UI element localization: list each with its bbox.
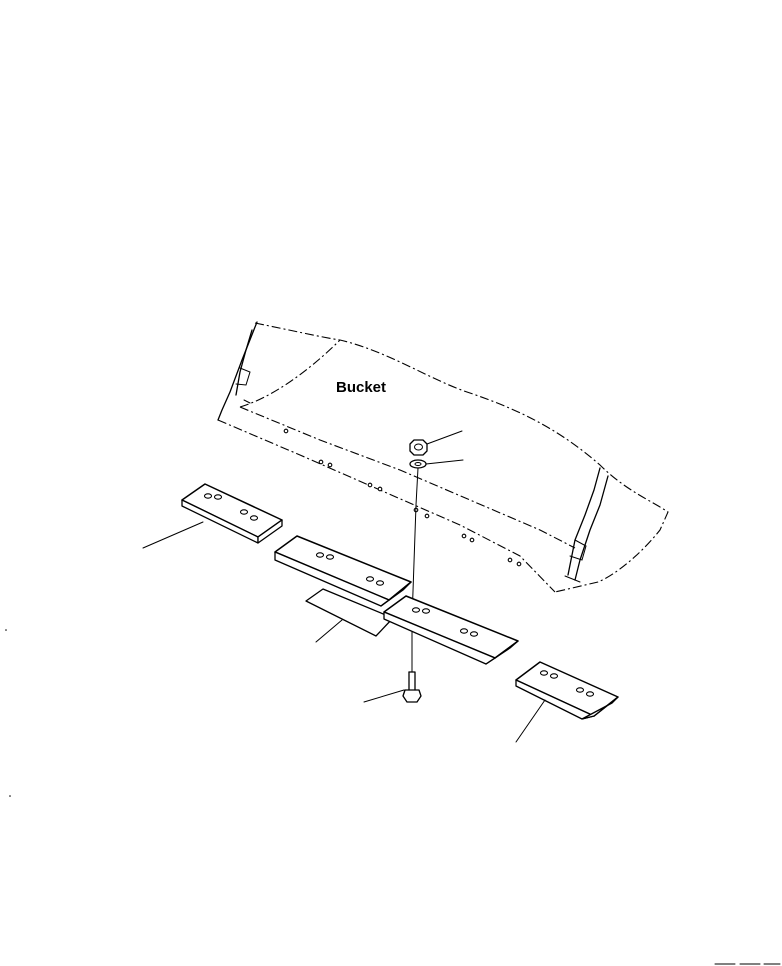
edge-mark [5, 629, 7, 631]
end-bit-left-leader-line [142, 521, 204, 549]
bucket-label: Bucket [336, 379, 386, 396]
bolt-leader-line [363, 689, 405, 703]
bucket-outline [217, 321, 669, 593]
nut-icon [409, 439, 428, 456]
end-bit-right [515, 661, 619, 720]
end-bit-left [181, 483, 283, 544]
edge-mark [9, 795, 11, 797]
end-bit-right-leader-line [515, 699, 546, 743]
washer-icon [409, 459, 427, 469]
shim-leader-line [315, 619, 343, 643]
washer-leader-line [425, 459, 464, 465]
cutting-edge-middle-2 [383, 595, 519, 665]
bolt-alignment-line [411, 467, 419, 673]
bolt-icon [402, 671, 422, 703]
bucket-bolt-holes [283, 428, 522, 567]
nut-leader-line [426, 430, 463, 445]
cutting-edge-middle-1 [274, 535, 412, 607]
